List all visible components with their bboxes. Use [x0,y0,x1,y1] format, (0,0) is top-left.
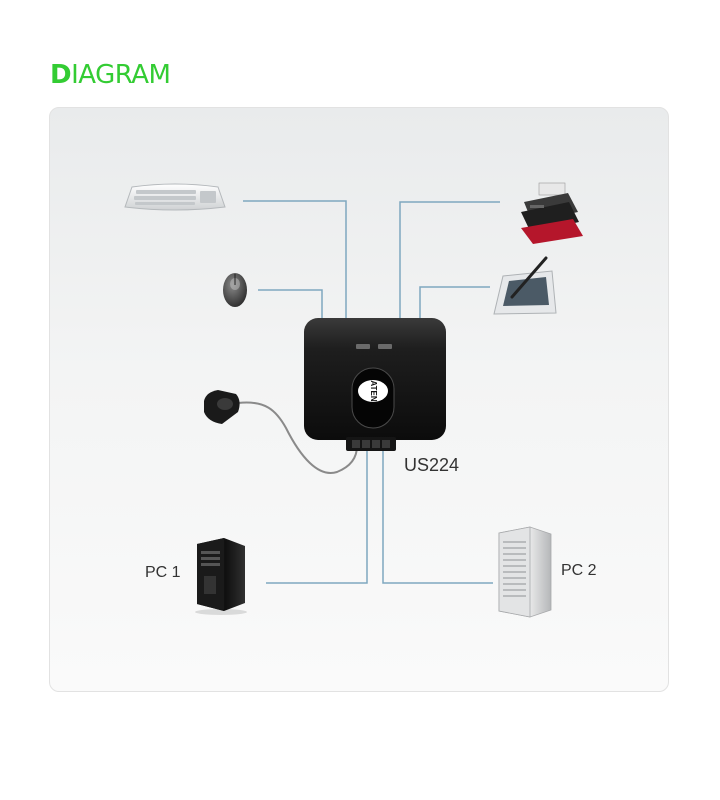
remote-switch-icon [204,390,240,424]
drawing-tablet-icon [493,256,557,315]
tower-pc-icon [195,538,247,615]
usb-kvm-switch-icon [304,318,446,451]
pc2-label: PC 2 [561,562,597,579]
heading-rest: IAGRAM [71,60,171,90]
heading-first-letter: D [50,60,72,90]
keyboard-icon [124,183,226,211]
brand-logo-text: ATEN [369,380,378,401]
mouse-cable [258,289,323,318]
pc1-cable [266,448,368,584]
remote-cable [237,401,358,474]
port-led-1 [356,344,370,349]
mouse-icon [223,273,247,307]
printer-icon [521,182,583,244]
printer-cable [399,201,500,318]
diagram-heading: DIAGRAM [50,60,171,90]
port-led-2 [378,344,392,349]
aten-logo-badge [358,380,388,402]
device-model-label: US224 [404,455,460,475]
tablet-cable [419,286,490,318]
usb-ports [352,440,390,448]
cables [243,200,500,584]
pc2-cable [382,448,493,584]
pc1-label: PC 1 [145,564,181,581]
keyboard-cable [243,200,347,318]
mac-pro-icon [498,526,552,618]
